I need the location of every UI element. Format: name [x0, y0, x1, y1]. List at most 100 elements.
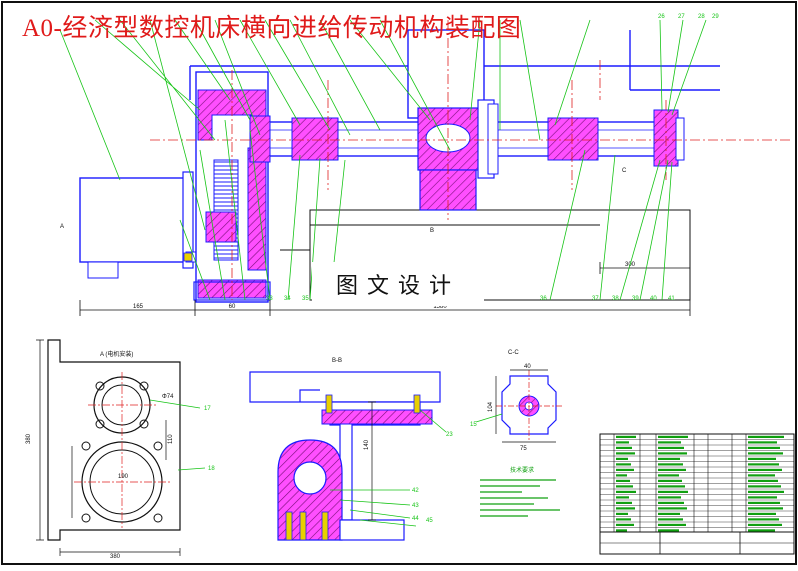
parts-cell-text-mark	[658, 479, 682, 482]
parts-cell-text-mark	[616, 523, 634, 526]
dim-bb-height: 140	[364, 439, 370, 450]
parts-cell-text-mark	[616, 485, 633, 488]
bb-nut-bore	[293, 461, 327, 495]
balloon-41: 41	[668, 296, 675, 302]
nut-flange	[487, 103, 499, 175]
view-a-motor-mount: A (电机安装) 380 380 Φ74 190 110 17 18	[26, 339, 215, 560]
stepper-motor	[79, 177, 186, 263]
parts-cell-text-mark	[616, 457, 628, 460]
parts-cell-text-mark	[658, 507, 687, 510]
right-collar	[547, 117, 599, 161]
parts-cell-text-mark	[616, 446, 632, 449]
cc-centerlines	[496, 370, 562, 440]
parts-cell-text-mark	[658, 501, 684, 504]
main-assembly-view: 1580 165 60 300 A B C 26 27 28 29 33 34 …	[59, 14, 790, 316]
left-coupling	[291, 117, 339, 161]
dim-cc-height: 104	[488, 401, 494, 412]
parts-cell-text-mark	[658, 496, 681, 499]
parts-cell-text-mark	[616, 452, 635, 455]
balloon-28: 28	[698, 14, 705, 20]
parts-cell-text-mark	[616, 518, 631, 521]
parts-cell-text-mark	[616, 501, 632, 504]
balloon-36: 36	[540, 296, 547, 302]
parts-cell-text-mark	[616, 496, 629, 499]
parts-cell-text-mark	[748, 485, 781, 488]
dim-overall-length: 1580	[433, 304, 447, 310]
balloon-40: 40	[650, 296, 657, 302]
balloon-18: 18	[208, 466, 215, 472]
balloon-45: 45	[426, 518, 433, 524]
section-cc: C-C 40 104 75 15	[470, 350, 562, 452]
view-a-leaders	[149, 399, 206, 471]
parts-cell-text-mark	[658, 446, 684, 449]
bb-leaders	[330, 409, 447, 527]
notes-title: 技术要求	[510, 466, 534, 474]
view-a-centerlines	[74, 372, 170, 528]
dim-flange-width: 190	[118, 474, 129, 480]
parts-cell-text-mark	[616, 463, 631, 466]
parts-cell-text-mark	[748, 457, 776, 460]
parts-cell-text-mark	[658, 518, 683, 521]
parts-cell-text-mark	[748, 446, 780, 449]
parts-cell-text-mark	[658, 457, 680, 460]
parts-cell-text-mark	[658, 441, 681, 444]
parts-list-rows	[599, 434, 795, 532]
balloon-27: 27	[678, 14, 685, 20]
balloon-43: 43	[412, 503, 419, 509]
cut-marker-a: A	[60, 224, 64, 230]
cut-marker-b: B	[430, 228, 434, 234]
technical-notes: 技术要求	[480, 466, 560, 517]
dim-cc-width-top: 40	[524, 364, 531, 370]
balloon-37: 37	[592, 296, 599, 302]
parts-cell-text-mark	[658, 474, 679, 477]
view-a-dimensions	[36, 339, 181, 556]
balloon-38: 38	[612, 296, 619, 302]
motor-end-cap	[182, 171, 194, 269]
parts-cell-text-mark	[748, 529, 775, 532]
dim-bracket-height: 380	[26, 433, 32, 444]
balloon-44: 44	[412, 516, 419, 522]
parts-cell-text-mark	[616, 474, 627, 477]
dim-bracket-width: 380	[110, 554, 121, 560]
parts-cell-text-mark	[748, 523, 782, 526]
balloon-39: 39	[632, 296, 639, 302]
dim-motor-width: 165	[133, 304, 144, 310]
bb-support-rail	[339, 519, 405, 541]
parts-cell-text-mark	[658, 452, 687, 455]
bb-hatched-plate	[321, 409, 433, 425]
parts-cell-text-mark	[658, 490, 688, 493]
motor-terminal-box	[87, 261, 119, 279]
gear-stack	[213, 159, 239, 261]
section-bb-label: B-B	[332, 358, 342, 364]
cc-leader	[475, 413, 503, 423]
parts-cell-text-mark	[616, 441, 629, 444]
dim-cc-width-bottom: 75	[520, 446, 527, 452]
balloon-42: 42	[412, 488, 419, 494]
parts-cell-text-mark	[658, 523, 686, 526]
balloon-23: 23	[446, 432, 453, 438]
left-bearing	[249, 115, 271, 163]
balloon-15: 15	[470, 422, 477, 428]
bb-studs	[285, 511, 329, 541]
balloon-29: 29	[712, 14, 719, 20]
parts-cell-text-mark	[748, 507, 783, 510]
dimension-line	[79, 262, 691, 316]
parts-cell-text-mark	[748, 518, 779, 521]
parts-cell-text-mark	[658, 463, 683, 466]
parts-cell-text-mark	[748, 435, 784, 438]
bb-dimension	[368, 401, 376, 521]
small-gear	[205, 211, 237, 243]
bb-upper-frame	[249, 371, 441, 403]
parts-cell-text-mark	[748, 441, 777, 444]
section-cc-label: C-C	[508, 350, 519, 356]
view-a-label: A (电机安装)	[100, 350, 133, 358]
parts-cell-text-mark	[748, 452, 783, 455]
parts-cell-text-mark	[748, 496, 777, 499]
balloon-34: 34	[284, 296, 291, 302]
motor-key	[183, 252, 193, 262]
parts-cell-text-mark	[748, 479, 778, 482]
dim-flange-height: 110	[168, 434, 174, 444]
